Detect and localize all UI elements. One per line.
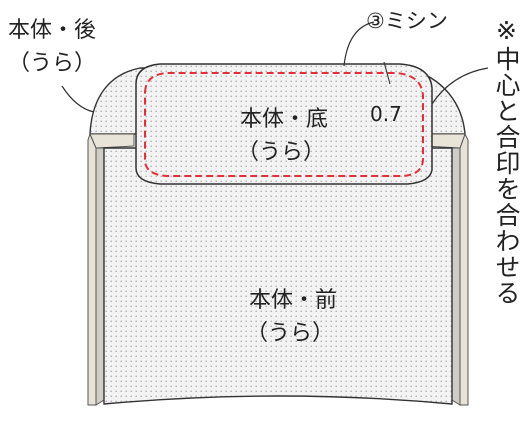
front-label: 本体・前 (249, 288, 337, 313)
front-body-piece (103, 147, 453, 405)
right-side-tape (423, 132, 469, 406)
bottom-label-sub: （うら） (237, 140, 325, 165)
back-label-sub: （うら） (8, 51, 96, 76)
back-label: 本体・後 (8, 18, 96, 43)
alignment-note: ※中心と合印を合わせる (492, 16, 521, 306)
sewing-leader (343, 21, 375, 67)
back-label-leader (61, 85, 95, 113)
sewing-label: ③ミシン (366, 9, 448, 33)
allowance-label: 0.7 (370, 102, 402, 126)
bottom-body-piece (135, 63, 433, 185)
allowance-tick (383, 61, 391, 85)
bottom-label: 本体・底 (240, 107, 328, 132)
front-label-sub: （うら） (246, 321, 334, 346)
stitch-line (144, 72, 424, 177)
left-side-tape (87, 132, 135, 406)
center-leader (431, 67, 489, 105)
